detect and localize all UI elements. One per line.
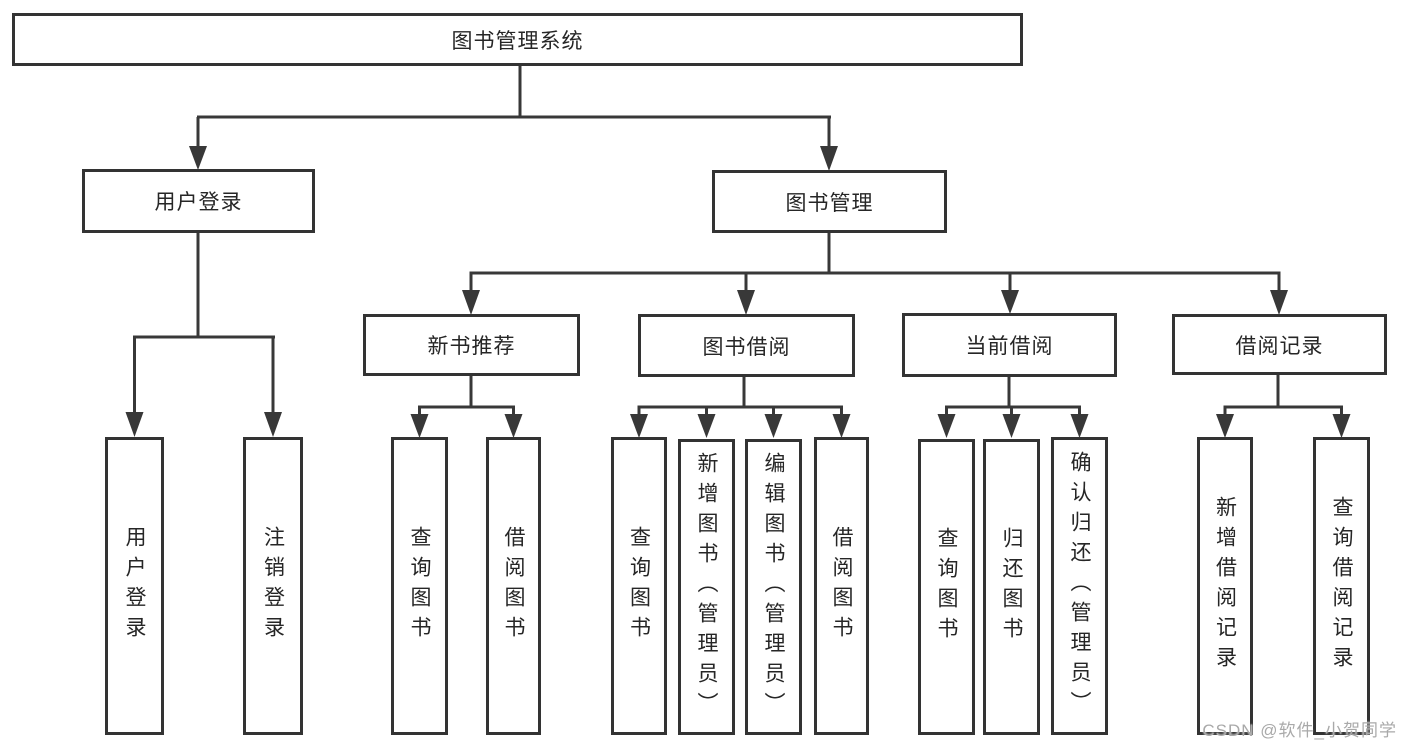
leaf-current-return-books-label: 归还图书	[1000, 527, 1023, 647]
node-root-system: 图书管理系统	[12, 13, 1023, 66]
node-new-book-recommend-label: 新书推荐	[427, 335, 516, 358]
leaf-current-confirm-return: 确认归还（管理员）	[1051, 437, 1108, 735]
leaf-borrow-edit-books: 编辑图书（管理员）	[745, 439, 802, 735]
leaf-login-label: 用户登录	[123, 526, 146, 646]
leaf-borrow-add-books-label: 新增图书（管理员）	[695, 452, 718, 722]
leaf-borrow-query-books-label: 查询图书	[627, 526, 651, 646]
node-current-borrow-label: 当前借阅	[965, 335, 1054, 358]
leaf-logout-label: 注销登录	[261, 526, 285, 646]
leaf-borrow-borrow-books: 借阅图书	[814, 437, 869, 735]
leaf-borrow-add-books: 新增图书（管理员）	[678, 439, 735, 735]
leaf-borrow-query-books: 查询图书	[611, 437, 667, 735]
leaf-current-confirm-return-label: 确认归还（管理员）	[1068, 451, 1091, 721]
node-book-management: 图书管理	[712, 170, 947, 233]
leaf-rec-borrow-books: 借阅图书	[486, 437, 541, 735]
leaf-rec-query-books-label: 查询图书	[408, 526, 431, 646]
leaf-login: 用户登录	[105, 437, 164, 735]
csdn-watermark: CSDN @软件_小贺同学	[1202, 721, 1397, 740]
node-book-borrow: 图书借阅	[638, 314, 855, 377]
leaf-current-query-books: 查询图书	[918, 439, 975, 735]
leaf-logout: 注销登录	[243, 437, 303, 735]
node-user-login-label: 用户登录	[154, 191, 243, 214]
leaf-current-query-books-label: 查询图书	[935, 527, 958, 647]
node-borrow-records-label: 借阅记录	[1235, 334, 1324, 358]
node-book-management-label: 图书管理	[785, 191, 874, 215]
leaf-rec-borrow-books-label: 借阅图书	[502, 526, 525, 646]
node-root-system-label: 图书管理系统	[451, 29, 584, 53]
leaf-record-add-record-label: 新增借阅记录	[1213, 496, 1237, 676]
leaf-borrow-edit-books-label: 编辑图书（管理员）	[762, 452, 785, 722]
leaf-rec-query-books: 查询图书	[391, 437, 448, 735]
node-book-borrow-label: 图书借阅	[702, 335, 791, 359]
node-user-login: 用户登录	[82, 169, 315, 233]
node-new-book-recommend: 新书推荐	[363, 314, 580, 376]
leaf-record-query-record: 查询借阅记录	[1313, 437, 1370, 735]
node-borrow-records: 借阅记录	[1172, 314, 1387, 375]
leaf-record-add-record: 新增借阅记录	[1197, 437, 1253, 735]
leaf-borrow-borrow-books-label: 借阅图书	[830, 526, 853, 646]
leaf-record-query-record-label: 查询借阅记录	[1330, 496, 1353, 676]
leaf-current-return-books: 归还图书	[983, 439, 1040, 735]
node-current-borrow: 当前借阅	[902, 313, 1117, 377]
